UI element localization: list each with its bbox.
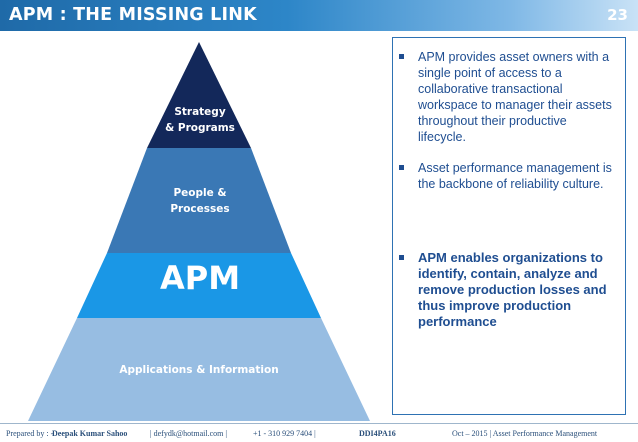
bullet-item: Asset performance management is the back… [399,160,617,192]
apm-label: APM [159,259,241,297]
bullet-item: APM provides asset owners with a single … [399,49,617,145]
footer: Prepared by : - Deepak Kumar Sahoo | def… [0,429,638,442]
footer-prefix: Prepared by : - [6,429,54,438]
square-bullet-icon [399,255,404,260]
description-box: APM provides asset owners with a single … [392,37,626,415]
bullet-text: APM provides asset owners with a single … [418,50,612,144]
people-label-line2: Processes [170,203,230,216]
applications-label: Applications & Information [119,364,279,376]
pyramid-layer-apm [77,253,321,318]
bullet-text: APM enables organizations to identify, c… [418,250,607,329]
footer-phone: +1 - 310 929 7404 | [253,429,316,438]
pyramid-layer-people [107,148,291,253]
footer-author: Deepak Kumar Sahoo [52,429,128,438]
bullet-text: Asset performance management is the back… [418,161,612,191]
page-number: 23 [607,6,628,24]
footer-divider [0,423,638,424]
pyramid-layer-applications [28,318,370,421]
square-bullet-icon [399,165,404,170]
footer-date-topic: Oct – 2015 | Asset Performance Managemen… [452,429,598,438]
footer-code: DDI4PA16 [359,429,396,438]
pyramid-layer-strategy [147,42,251,148]
square-bullet-icon [399,54,404,59]
strategy-label-line1: Strategy [174,106,226,118]
footer-email: | defydk@hotmail.com | [150,429,227,438]
strategy-label-line2: & Programs [165,122,235,135]
title-bar: APM : THE MISSING LINK 23 [0,0,638,31]
people-label-line1: People & [173,187,227,199]
strategy-label: Strategy & Programs [160,104,240,137]
slide-title: APM : THE MISSING LINK [9,5,257,25]
people-label: People & Processes [150,185,250,218]
bullet-item: APM enables organizations to identify, c… [399,250,617,330]
